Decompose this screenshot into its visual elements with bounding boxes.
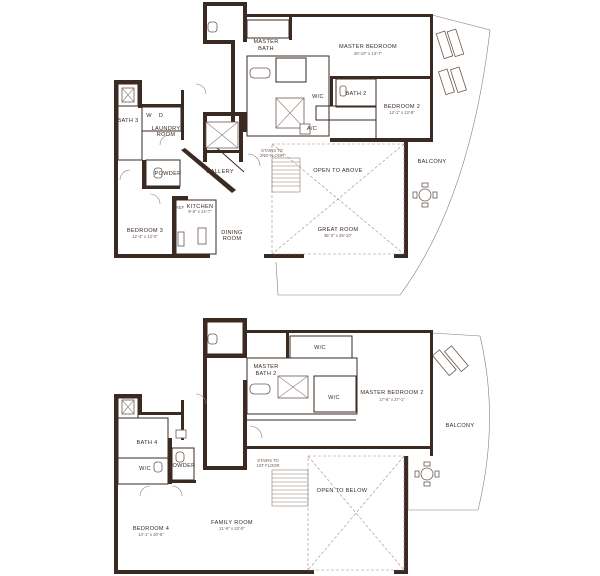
upper-bedroom3-label: BEDROOM 3: [127, 228, 163, 234]
lower-bedroom4-label: BEDROOM 4: [133, 526, 169, 532]
upper-doors: [119, 83, 261, 205]
upper-wic-label: W/C: [312, 94, 324, 100]
upper-washer-label: W: [146, 113, 152, 119]
lower-partitions: [117, 321, 358, 485]
upper-walls: [114, 2, 433, 258]
upper-floor-plan: MASTER BATH MASTER BEDROOM 20'-10" x 13'…: [114, 2, 491, 296]
upper-laundry-label: LAUNDRY: [152, 126, 181, 132]
upper-ref-label: REF: [176, 205, 185, 210]
lower-powder-label: POWDER: [169, 463, 196, 469]
lower-family-room-label: FAMILY ROOM: [211, 520, 253, 526]
upper-great-room-label: GREAT ROOM: [318, 227, 359, 233]
upper-balcony-outline: [275, 14, 491, 296]
upper-master-bedroom-label: MASTER BEDROOM: [339, 44, 397, 50]
upper-powder-label: POWDER: [155, 171, 182, 177]
lower-open-to-below: [307, 455, 405, 571]
lower-balcony-loungers: [432, 345, 469, 377]
upper-dining-label: DINING: [221, 230, 242, 236]
lower-open-to-below-label: OPEN TO BELOW: [317, 488, 368, 494]
lower-master-bedroom2-dims: 17'-6" x 27'-1": [379, 397, 405, 402]
lower-doors: [139, 393, 263, 497]
upper-master-bath-label: MASTER: [253, 39, 278, 45]
lower-wic-top-label: W/C: [314, 345, 326, 351]
upper-room-labels: MASTER BATH MASTER BEDROOM 20'-10" x 13'…: [118, 39, 447, 242]
upper-balcony-label: BALCONY: [418, 159, 447, 165]
lower-walls: [114, 318, 433, 574]
lower-master-bedroom2-label: MASTER BEDROOM 2: [360, 390, 423, 396]
upper-balcony-table: [412, 182, 438, 208]
lower-master-bath2-label-2: BATH 2: [256, 371, 277, 377]
lower-balcony-outline: [407, 332, 490, 511]
upper-ac-label: A/C: [307, 126, 317, 132]
lower-stairs-label: STAIRS TO: [257, 458, 279, 463]
upper-partitions: [117, 19, 377, 255]
upper-stairs: [271, 157, 301, 193]
lower-bedroom4-dims: 14'-1" x 20'-6": [138, 532, 164, 537]
lower-floor-plan: W/C MASTER BATH 2 W/C MASTER BEDROOM 2 1…: [114, 318, 490, 574]
upper-master-bedroom-dims: 20'-10" x 13'-7": [354, 51, 383, 56]
upper-bath2-label: BATH 2: [346, 91, 367, 97]
upper-open-to-above: [271, 143, 405, 255]
upper-bedroom3-dims: 12'-4" x 13'-0": [132, 234, 158, 239]
upper-dryer-label: D: [159, 113, 163, 119]
lower-room-labels: W/C MASTER BATH 2 W/C MASTER BEDROOM 2 1…: [133, 345, 475, 537]
upper-bedroom2-dims: 12'-1" x 13'-8": [389, 110, 415, 115]
upper-open-to-above-label: OPEN TO ABOVE: [313, 168, 362, 174]
upper-laundry-label-2: ROOM: [157, 132, 176, 138]
upper-bedroom2-label: BEDROOM 2: [384, 104, 420, 110]
lower-family-room-dims: 21'-9" x 23'-0": [219, 526, 245, 531]
upper-great-room-dims: 36'-3" x 28'-10": [324, 233, 353, 238]
upper-balcony-loungers: [435, 28, 467, 96]
upper-fixtures: [121, 21, 347, 247]
lower-stairs-label-2: 1ST FLOOR: [256, 463, 279, 468]
upper-stairs-label-2: 2ND FLOOR: [260, 153, 284, 158]
lower-fixtures: [121, 333, 309, 473]
lower-master-bath2-label: MASTER: [253, 364, 278, 370]
lower-stairs: [271, 469, 309, 507]
lower-balcony-label: BALCONY: [446, 423, 475, 429]
upper-kitchen-dims: 9'-8" x 14'-7": [188, 209, 212, 214]
lower-bath4-label: BATH 4: [137, 440, 158, 446]
upper-master-bath-label-2: BATH: [258, 46, 274, 52]
upper-kitchen-label: KITCHEN: [187, 204, 214, 210]
upper-gallery-label: GALLERY: [206, 169, 234, 175]
lower-wic-mid-label: W/C: [328, 395, 340, 401]
lower-balcony-table: [414, 461, 440, 487]
upper-bath3-label: BATH 3: [118, 118, 139, 124]
upper-dining-label-2: ROOM: [223, 236, 242, 242]
upper-stairs-label: STAIRS TO: [261, 148, 283, 153]
lower-wic-small-label: W/C: [139, 466, 151, 472]
